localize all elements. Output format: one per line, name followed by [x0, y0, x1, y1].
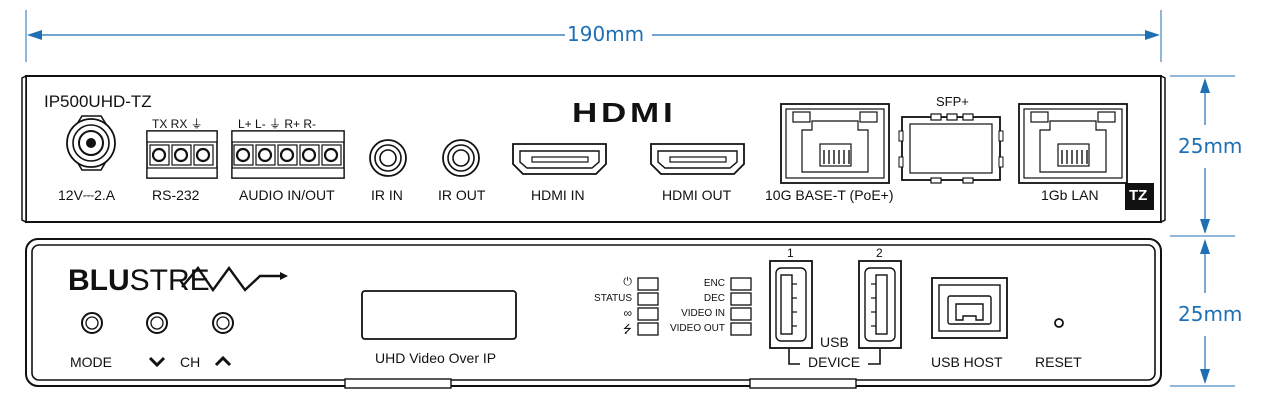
rs232-pin-labels: TX RX ⏚: [152, 117, 203, 131]
video-out-led-label: VIDEO OUT: [669, 323, 725, 334]
dec-led-label: DEC: [703, 293, 725, 304]
led-column-right: [730, 277, 752, 336]
front-panel: [25, 238, 1162, 389]
arrow-right-icon: [1145, 30, 1160, 40]
hdmi-logo: HDMI: [572, 97, 677, 128]
channel-up-button[interactable]: [212, 312, 234, 334]
hdmi-in-port[interactable]: [512, 143, 607, 175]
model-label: IP500UHD-TZ: [44, 92, 152, 111]
rear-panel: [21, 74, 1166, 224]
power-dc-jack[interactable]: [66, 115, 116, 171]
rs232-label: RS-232: [152, 187, 200, 203]
hdmi-in-label: HDMI IN: [531, 187, 585, 203]
usb-host-label: USB HOST: [931, 354, 1003, 370]
usb-device-bracket: [788, 349, 881, 365]
power-icon: ⏻: [623, 276, 632, 288]
channel-down-button[interactable]: [146, 312, 168, 334]
rs232-terminal-block[interactable]: [146, 130, 218, 179]
audio-pin-labels: L+ L- ⏚ R+ R-: [238, 117, 317, 131]
lan-10g-label: 10G BASE-T (PoE+): [765, 187, 894, 203]
logo-wave-icon: [181, 265, 288, 293]
audio-terminal-block[interactable]: [231, 130, 345, 179]
usb-icon: ⭍: [622, 324, 632, 336]
lan-10g-port[interactable]: [780, 103, 890, 184]
sfp-label: SFP+: [936, 94, 969, 109]
hdmi-out-port[interactable]: [650, 143, 745, 175]
foot-left: [344, 378, 452, 389]
brand-logo: BLUSTRE: [68, 264, 210, 298]
width-dimension-label: 190mm: [567, 22, 645, 46]
reset-label: RESET: [1035, 354, 1082, 370]
led-column-left: [637, 277, 659, 336]
brand-bold: BLU: [68, 264, 130, 297]
lan-1g-port[interactable]: [1018, 103, 1128, 184]
foot-right: [749, 378, 857, 389]
chevron-up-icon: [214, 355, 232, 367]
usb-device-port-1[interactable]: [769, 260, 813, 349]
status-led-label: STATUS: [594, 293, 632, 304]
tz-badge: TZ: [1129, 187, 1148, 204]
audio-label: AUDIO IN/OUT: [239, 187, 335, 203]
display-label: UHD Video Over IP: [375, 350, 497, 366]
enc-led-label: ENC: [703, 278, 725, 289]
hdmi-out-label: HDMI OUT: [662, 187, 732, 203]
tz-badge-bg: [1125, 183, 1154, 210]
power-label: 12V⎓2.A: [58, 187, 116, 203]
usb-device-label-line1: USB: [820, 334, 849, 350]
height-dimensions: [1170, 75, 1235, 387]
usb-device-label-line2: DEVICE: [808, 354, 861, 370]
reset-pinhole[interactable]: [1054, 318, 1064, 328]
usb-port-1-number: 1: [787, 246, 794, 260]
usb-port-2-number: 2: [876, 246, 883, 260]
front-height-label: 25mm: [1178, 302, 1243, 326]
width-dimension: [25, 10, 1162, 62]
ir-in-jack[interactable]: [369, 139, 407, 177]
usb-device-port-2[interactable]: [858, 260, 902, 349]
sfp-plus-cage[interactable]: [898, 113, 1004, 184]
rear-height-label: 25mm: [1178, 134, 1243, 158]
usb-host-port[interactable]: [931, 277, 1008, 339]
ir-out-label: IR OUT: [438, 187, 486, 203]
arrow-left-icon: [27, 30, 42, 40]
video-in-led-label: VIDEO IN: [681, 308, 725, 319]
mode-button[interactable]: [81, 312, 103, 334]
link-icon: ∞: [623, 306, 632, 320]
lan-1g-label: 1Gb LAN: [1041, 187, 1099, 203]
mode-label: MODE: [70, 354, 112, 370]
ir-in-label: IR IN: [371, 187, 403, 203]
ir-out-jack[interactable]: [442, 139, 480, 177]
channel-label: CH: [180, 354, 201, 370]
display-window: [361, 290, 517, 340]
brand-rest: STRE: [129, 264, 210, 297]
chevron-down-icon: [148, 356, 166, 368]
